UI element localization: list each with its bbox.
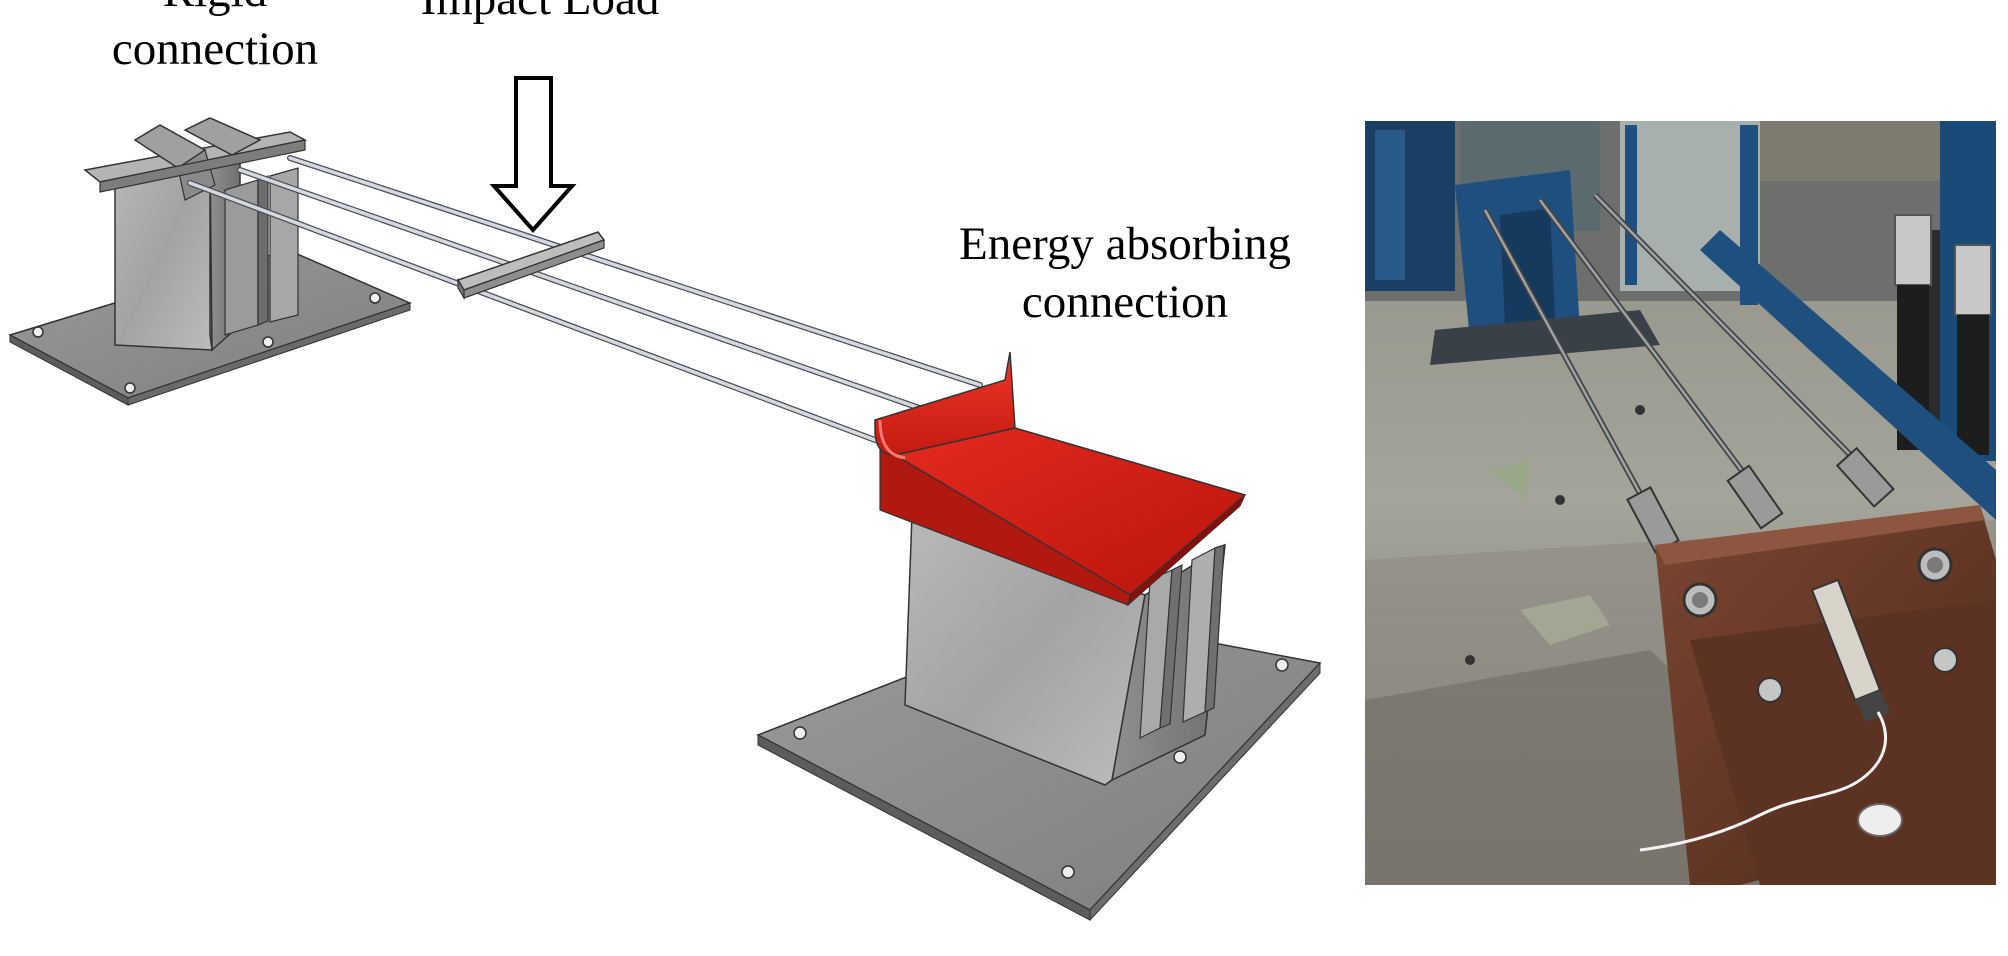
rigid-label-line2: connection xyxy=(111,23,319,75)
impact-load-label: Impact Load xyxy=(360,0,720,28)
energy-label-line2: connection xyxy=(1021,276,1229,328)
test-photograph xyxy=(1365,121,1996,885)
energy-absorbing-support xyxy=(756,351,1322,922)
rigid-support xyxy=(8,117,413,406)
rigid-label-line1: Rigid xyxy=(60,0,370,20)
rigid-connection-label: Rigid connection xyxy=(60,0,370,78)
impact-bar xyxy=(456,231,606,301)
energy-absorbing-connection-label: Energy absorbing connection xyxy=(930,215,1320,331)
energy-label-line1: Energy absorbing xyxy=(959,218,1291,270)
down-arrow-outline-icon xyxy=(489,76,577,234)
